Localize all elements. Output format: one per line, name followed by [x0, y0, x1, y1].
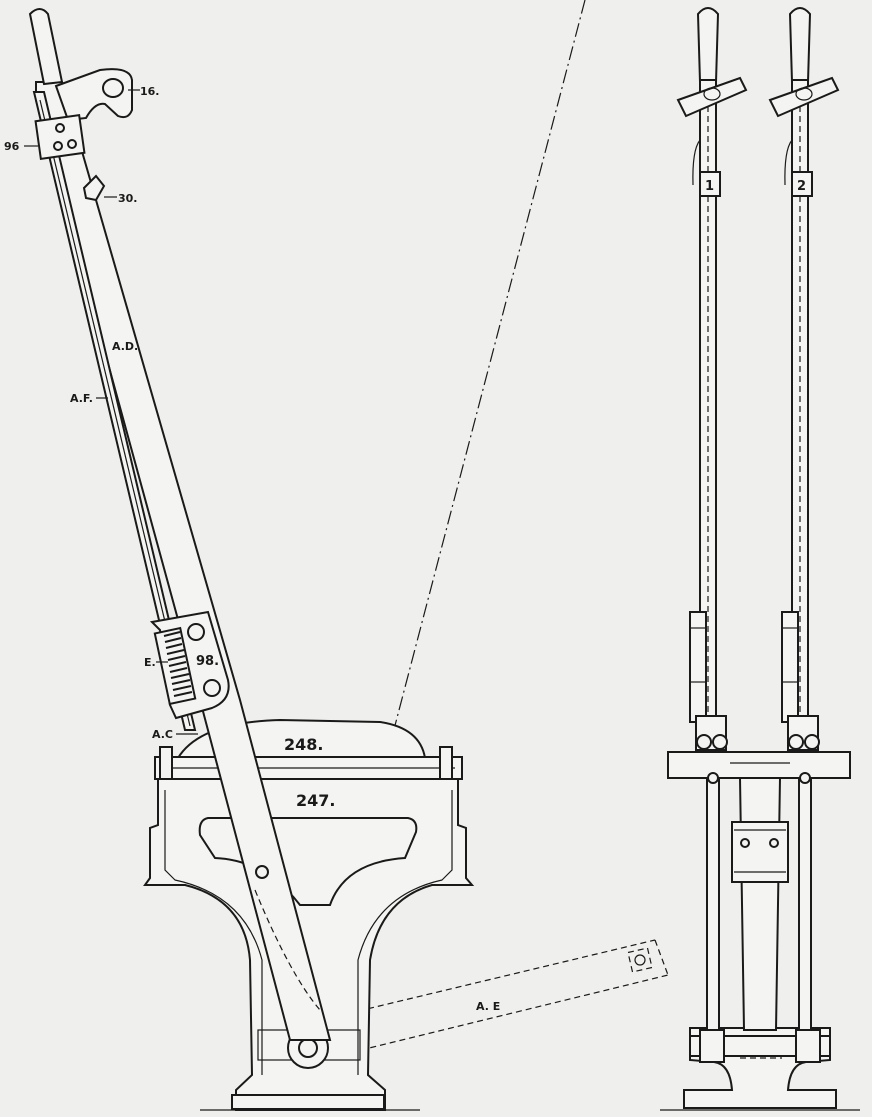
- spring-box-98: [149, 610, 230, 720]
- lever-1-plate: [699, 171, 721, 197]
- label-part-ac: A.C: [152, 728, 173, 741]
- clip-30: [82, 174, 106, 202]
- label-part-16: 16.: [140, 85, 160, 98]
- front-elevation: 1 2: [660, 7, 860, 1111]
- base-flange: [231, 1094, 385, 1110]
- lever-1-number: 1: [705, 179, 714, 194]
- lever-2: 2: [768, 7, 840, 751]
- plate-bolts: [159, 746, 453, 788]
- label-part-248: 248.: [284, 735, 323, 754]
- label-part-ad: A.D.: [112, 340, 138, 353]
- lever-handle: [28, 8, 64, 86]
- label-part-af: A.F.: [70, 392, 93, 405]
- sweep-centre-line: [309, 0, 586, 1051]
- front-central-column: [738, 777, 782, 1031]
- label-part-98: 98.: [196, 654, 219, 669]
- spring-coils: [163, 631, 193, 697]
- lever-2-number: 2: [797, 179, 806, 194]
- collar-96: [34, 113, 86, 161]
- lever-1: 1: [676, 7, 748, 751]
- label-part-ae: A. E: [476, 1000, 500, 1013]
- front-top-plate: [667, 751, 851, 779]
- label-part-247: 247.: [296, 791, 335, 810]
- side-elevation: 16. 96 30. A.D. A.F. E. 98. A.C 248. 247…: [4, 0, 669, 1111]
- main-lever: [35, 81, 332, 1041]
- label-part-30: 30.: [118, 192, 138, 205]
- lever-2-plate: [791, 171, 813, 197]
- label-part-96: 96: [4, 140, 20, 153]
- front-hub: [731, 821, 789, 883]
- label-part-e: E.: [144, 656, 156, 669]
